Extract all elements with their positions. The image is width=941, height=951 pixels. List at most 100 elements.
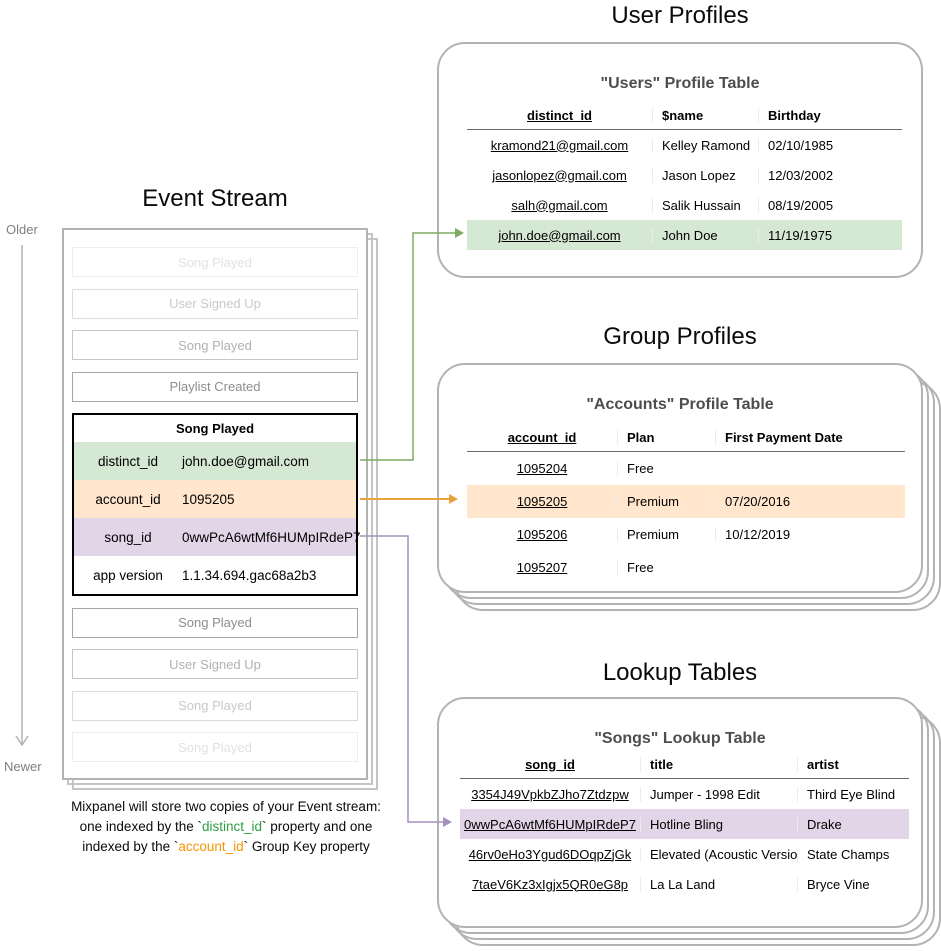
property-key: account_id	[95, 491, 161, 507]
column-header-song_id: song_id	[525, 756, 575, 772]
songs-card-title: "Songs" Lookup Table	[594, 730, 766, 747]
event-property-row: app version 1.1.34.694.gac68a2b3	[74, 556, 356, 594]
column-header-artist: artist	[797, 756, 909, 772]
table-cell: jasonlopez@gmail.com	[492, 167, 627, 183]
column-header-First Payment Date: First Payment Date	[715, 429, 905, 445]
event-box: Song Played	[72, 732, 358, 762]
caption-line3-post: ` Group Key property	[243, 839, 370, 854]
property-value: 1.1.34.694.gac68a2b3	[182, 567, 317, 583]
table-cell: 1095205	[516, 494, 568, 509]
table-cell: 12/03/2002	[758, 167, 902, 183]
table-header-rule	[467, 451, 905, 452]
column-header-account_id: account_id	[507, 429, 577, 445]
caption-line3-pre: indexed by the `	[82, 839, 179, 854]
event-box: Playlist Created	[72, 371, 358, 402]
event-box: Song Played	[72, 247, 358, 277]
table-cell: Jason Lopez	[652, 167, 758, 183]
column-header-distinct_id: distinct_id	[526, 107, 592, 123]
column-header-$name: $name	[652, 107, 758, 123]
table-cell: Premium	[617, 494, 715, 509]
table-cell: Hotline Bling	[640, 816, 797, 832]
table-cell: 7taeV6Kz3xIgjx5QR0eG8p	[471, 876, 629, 892]
property-key: distinct_id	[97, 453, 159, 469]
lookup-tables-title: Lookup Tables	[602, 659, 758, 686]
column-header-Birthday: Birthday	[758, 107, 902, 123]
property-value: 0wwPcA6wtMf6HUMpIRdeP7	[182, 529, 361, 545]
table-header-rule	[467, 129, 902, 130]
caption-line1: Mixpanel will store two copies of your E…	[71, 799, 381, 814]
column-header-title: title	[640, 756, 797, 772]
accounts-card-title: "Accounts" Profile Table	[586, 396, 774, 413]
table-cell: Bryce Vine	[797, 876, 909, 892]
expanded-event-title: Song Played	[175, 421, 255, 436]
event-box: User Signed Up	[72, 649, 358, 679]
caption-line2-pre: one indexed by the `	[79, 819, 202, 834]
caption-distinct-id-code: distinct_id	[201, 819, 263, 834]
table-cell: John Doe	[652, 227, 758, 243]
property-key: app version	[93, 567, 163, 583]
column-header-Plan: Plan	[617, 429, 715, 445]
group-profiles-title: Group Profiles	[603, 323, 757, 350]
table-cell: Third Eye Blind	[797, 786, 909, 802]
table-cell: 1095206	[516, 527, 568, 542]
caption: Mixpanel will store two copies of your E…	[10, 797, 442, 857]
caption-account-id-code: account_id	[178, 839, 244, 854]
table-cell: kramond21@gmail.com	[490, 137, 629, 153]
table-cell: 0wwPcA6wtMf6HUMpIRdeP7	[464, 816, 636, 832]
table-cell: Drake	[797, 816, 909, 832]
table-cell: john.doe@gmail.com	[498, 227, 621, 243]
older-label: Older	[6, 222, 38, 237]
table-cell: Jumper - 1998 Edit	[640, 786, 797, 802]
table-cell: 10/12/2019	[715, 527, 905, 542]
user-profiles-title: User Profiles	[611, 2, 749, 29]
property-value: 1095205	[182, 491, 235, 507]
table-row: 46rv0eHo3Ygud6DOqpZjGk Elevated (Acoustic…	[460, 839, 909, 869]
users-card-title: "Users" Profile Table	[600, 75, 760, 92]
event-box: User Signed Up	[72, 288, 358, 319]
table-cell: State Champs	[797, 846, 909, 862]
table-cell: 11/19/1975	[758, 227, 902, 243]
table-cell: 08/19/2005	[758, 197, 902, 213]
table-cell: La La Land	[640, 876, 797, 892]
event-stream-title: Event Stream	[142, 185, 288, 212]
newer-label: Newer	[4, 759, 42, 774]
table-cell: Premium	[617, 527, 715, 542]
event-box: Song Played	[72, 330, 358, 360]
table-cell: salh@gmail.com	[511, 197, 608, 213]
event-property-row: account_id 1095205	[74, 480, 356, 518]
table-cell: 46rv0eHo3Ygud6DOqpZjGk	[468, 846, 632, 862]
caption-line2-post: ` property and one	[262, 819, 373, 834]
table-cell: Kelley Ramond	[652, 137, 758, 153]
table-cell: 1095204	[516, 461, 568, 476]
table-cell: Elevated (Acoustic Version)	[640, 846, 797, 862]
table-row: 1095204 Free	[467, 452, 905, 485]
table-cell: 02/10/1985	[758, 137, 902, 153]
table-header-rule	[460, 778, 909, 779]
table-cell: 07/20/2016	[715, 494, 905, 509]
table-cell: Salik Hussain	[652, 197, 758, 213]
table-cell: Free	[617, 461, 715, 476]
